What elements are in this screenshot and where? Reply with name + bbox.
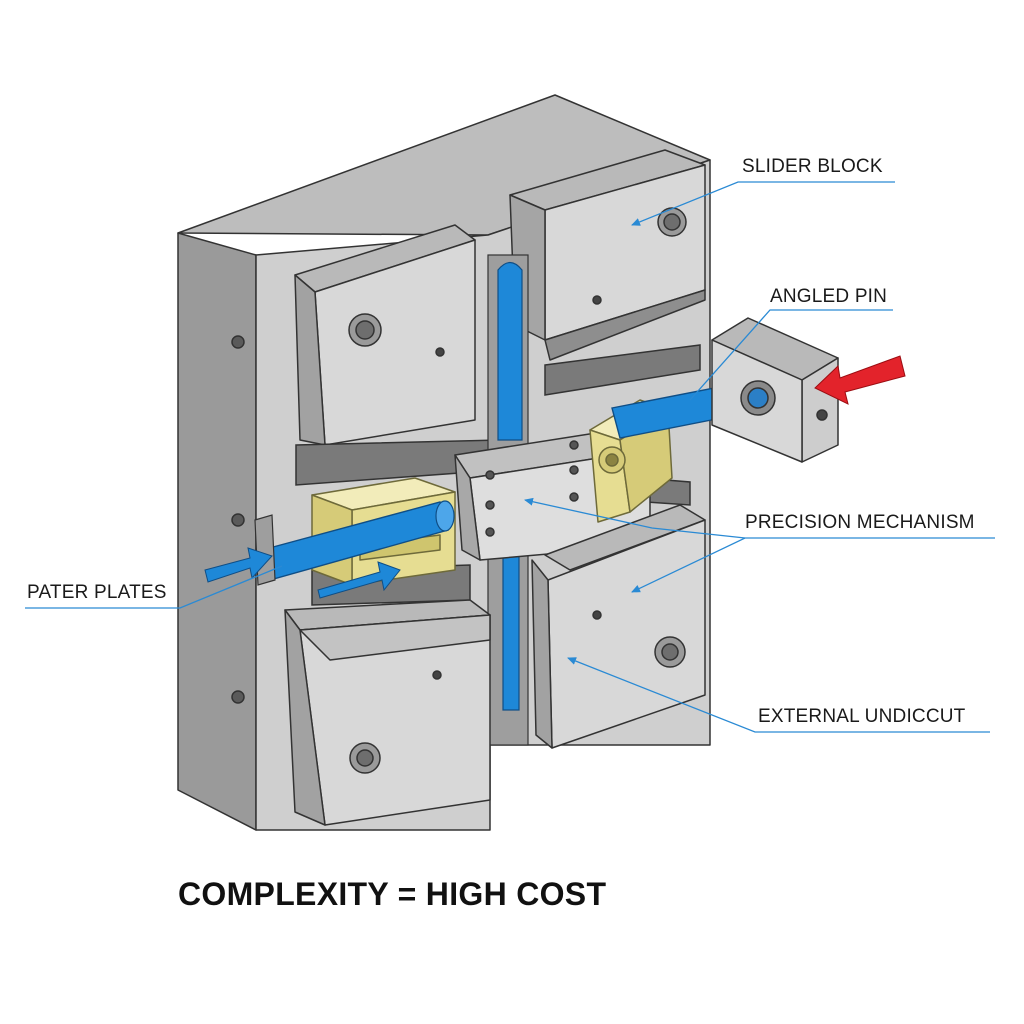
lower-right-block: [531, 504, 706, 749]
label-precision-mechanism: PRECISION MECHANISM: [745, 512, 975, 533]
callout-leaders: [25, 181, 995, 733]
leader-angled-pin: [689, 309, 893, 401]
upper-left-block: [294, 224, 476, 446]
label-pater-plates: PATER PLATES: [27, 582, 167, 603]
slider-block: [509, 149, 706, 361]
red-force-arrow: [814, 355, 906, 405]
blue-flow-arrow: [204, 547, 401, 599]
leader-external-undercut: [567, 657, 990, 733]
leader-slider-block: [631, 181, 895, 226]
lower-left-block: [284, 599, 491, 826]
label-external-undercut: EXTERNAL UNDICCUT: [758, 706, 966, 727]
leader-precision-mechanism-2: [524, 497, 746, 539]
callout-labels: SLIDER BLOCK ANGLED PIN PRECISION MECHAN…: [27, 156, 975, 727]
caption: COMPLEXITY = HIGH COST: [178, 876, 607, 912]
label-slider-block: SLIDER BLOCK: [742, 156, 883, 177]
horizontal-pin: [254, 500, 455, 586]
leader-pater-plates: [25, 565, 283, 609]
label-angled-pin: ANGLED PIN: [770, 286, 887, 307]
